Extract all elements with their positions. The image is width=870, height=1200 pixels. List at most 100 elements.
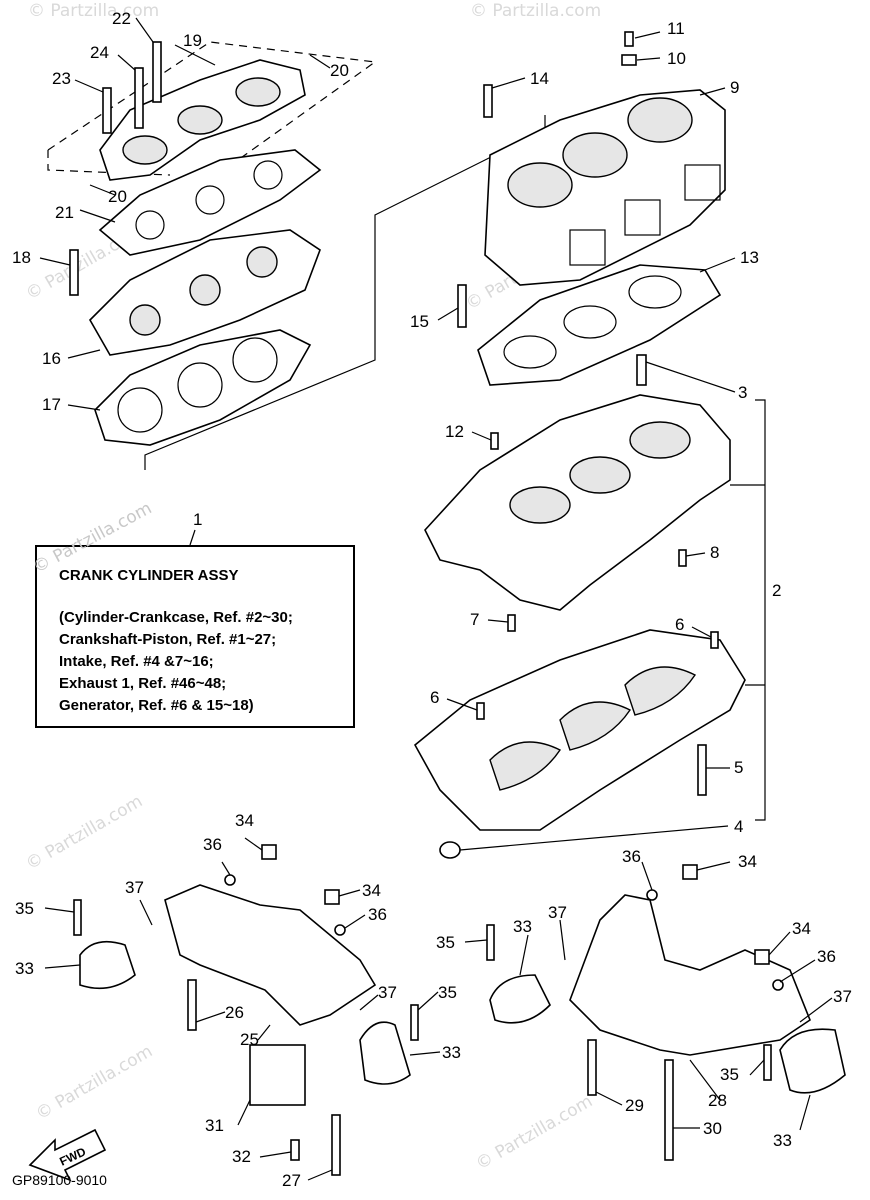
assembly-ref-line: Exhaust 1, Ref. #46~48; (59, 675, 227, 692)
callout-37: 37 (125, 878, 144, 897)
assembly-ref-line: Intake, Ref. #4 &7~16; (59, 653, 214, 670)
callout-27: 27 (282, 1171, 301, 1190)
right-mount-group (486, 864, 846, 1161)
bolt-35 (486, 924, 495, 961)
pin-7 (507, 614, 516, 632)
callout-35: 35 (15, 899, 34, 918)
watermark-text: © Partzilla.com (473, 1091, 597, 1174)
callout-20: 20 (108, 187, 127, 206)
leader-lines (39, 17, 833, 1181)
callout-24: 24 (90, 43, 109, 62)
callout-34: 34 (738, 852, 757, 871)
bolt-27 (331, 1114, 341, 1176)
callout-6: 6 (430, 688, 439, 707)
plate-10 (621, 54, 637, 66)
callout-20: 20 (330, 61, 349, 80)
pin-6 (710, 631, 719, 649)
callout-15: 15 (410, 312, 429, 331)
callout-34: 34 (235, 811, 254, 830)
fwd-arrow (28, 1128, 107, 1182)
callout-33: 33 (513, 917, 532, 936)
callout-37: 37 (833, 987, 852, 1006)
crankcase-lower-group (413, 629, 746, 859)
bolt-35 (763, 1044, 772, 1081)
callout-8: 8 (710, 543, 719, 562)
callout-23: 23 (52, 69, 71, 88)
callout-36: 36 (622, 847, 641, 866)
head-gasket-part (98, 149, 322, 256)
washer-36 (646, 889, 658, 901)
callout-18: 18 (12, 248, 31, 267)
crankcase-upper-part (424, 394, 731, 611)
cylinder-gasket-part (94, 329, 312, 446)
callout-9: 9 (730, 78, 739, 97)
callout-30: 30 (703, 1119, 722, 1138)
callout-35: 35 (438, 983, 457, 1002)
block-gasket-part (477, 264, 722, 386)
callout-5: 5 (734, 758, 743, 777)
bolt-14 (483, 84, 493, 118)
watermark-text: © Partzilla.com (23, 791, 147, 874)
pin-8 (678, 549, 687, 567)
diagram-code: GP89100-9010 (12, 1172, 107, 1188)
callout-36: 36 (368, 905, 387, 924)
left-mount-group: FWD (28, 844, 419, 1182)
bolt-22 (152, 41, 162, 103)
callout-35: 35 (436, 933, 455, 952)
callout-10: 10 (667, 49, 686, 68)
bolt-35 (73, 899, 82, 936)
bolt-18 (69, 249, 79, 296)
callout-12: 12 (445, 422, 464, 441)
bolt-23 (102, 87, 112, 134)
pin-6 (476, 702, 485, 720)
bolt-30 (664, 1059, 674, 1161)
washer-36 (224, 874, 236, 886)
pin-12 (490, 432, 499, 450)
screw-11 (624, 31, 634, 47)
rubber-mount-33 (489, 974, 551, 1024)
callouts: 22 24 23 19 20 20 21 18 16 17 11 10 9 14… (12, 9, 852, 1190)
washer-36 (772, 979, 784, 991)
rubber-mount-33 (79, 940, 136, 990)
callout-34: 34 (362, 881, 381, 900)
callout-7: 7 (470, 610, 479, 629)
callout-32: 32 (232, 1147, 251, 1166)
pin-3 (636, 354, 647, 386)
bolt-34 (324, 889, 340, 905)
bolt-26 (187, 979, 197, 1031)
callout-16: 16 (42, 349, 61, 368)
callout-19: 19 (183, 31, 202, 50)
bushing-4 (439, 841, 461, 859)
bolt-29 (587, 1039, 597, 1096)
bracket-31 (249, 1044, 306, 1106)
cylinder-head-group (47, 41, 377, 446)
assembly-ref-line: Generator, Ref. #6 & 15~18) (59, 697, 254, 714)
bolt-5 (697, 744, 707, 796)
bolt-35 (410, 1004, 419, 1041)
callout-21: 21 (55, 203, 74, 222)
callout-26: 26 (225, 1003, 244, 1022)
callout-28: 28 (708, 1091, 727, 1110)
assembly-ref-line: (Cylinder-Crankcase, Ref. #2~30; (59, 609, 293, 626)
callout-33: 33 (773, 1131, 792, 1150)
crankcase-upper-group (424, 354, 731, 632)
callout-31: 31 (205, 1116, 224, 1135)
callout-13: 13 (740, 248, 759, 267)
bolt-34 (261, 844, 277, 860)
callout-36: 36 (203, 835, 222, 854)
bolt-34 (754, 949, 770, 965)
callout-17: 17 (42, 395, 61, 414)
bolt-24 (134, 67, 144, 129)
callout-6: 6 (675, 615, 684, 634)
callout-4: 4 (734, 817, 743, 836)
callout-22: 22 (112, 9, 131, 28)
callout-14: 14 (530, 69, 549, 88)
cylinder-block-group (457, 31, 726, 386)
callout-33: 33 (442, 1043, 461, 1062)
rubber-mount-33 (779, 1028, 846, 1094)
mount-bracket-28 (569, 894, 811, 1056)
callout-34: 34 (792, 919, 811, 938)
assembly-title: CRANK CYLINDER ASSY (59, 567, 239, 584)
callout-37: 37 (548, 903, 567, 922)
